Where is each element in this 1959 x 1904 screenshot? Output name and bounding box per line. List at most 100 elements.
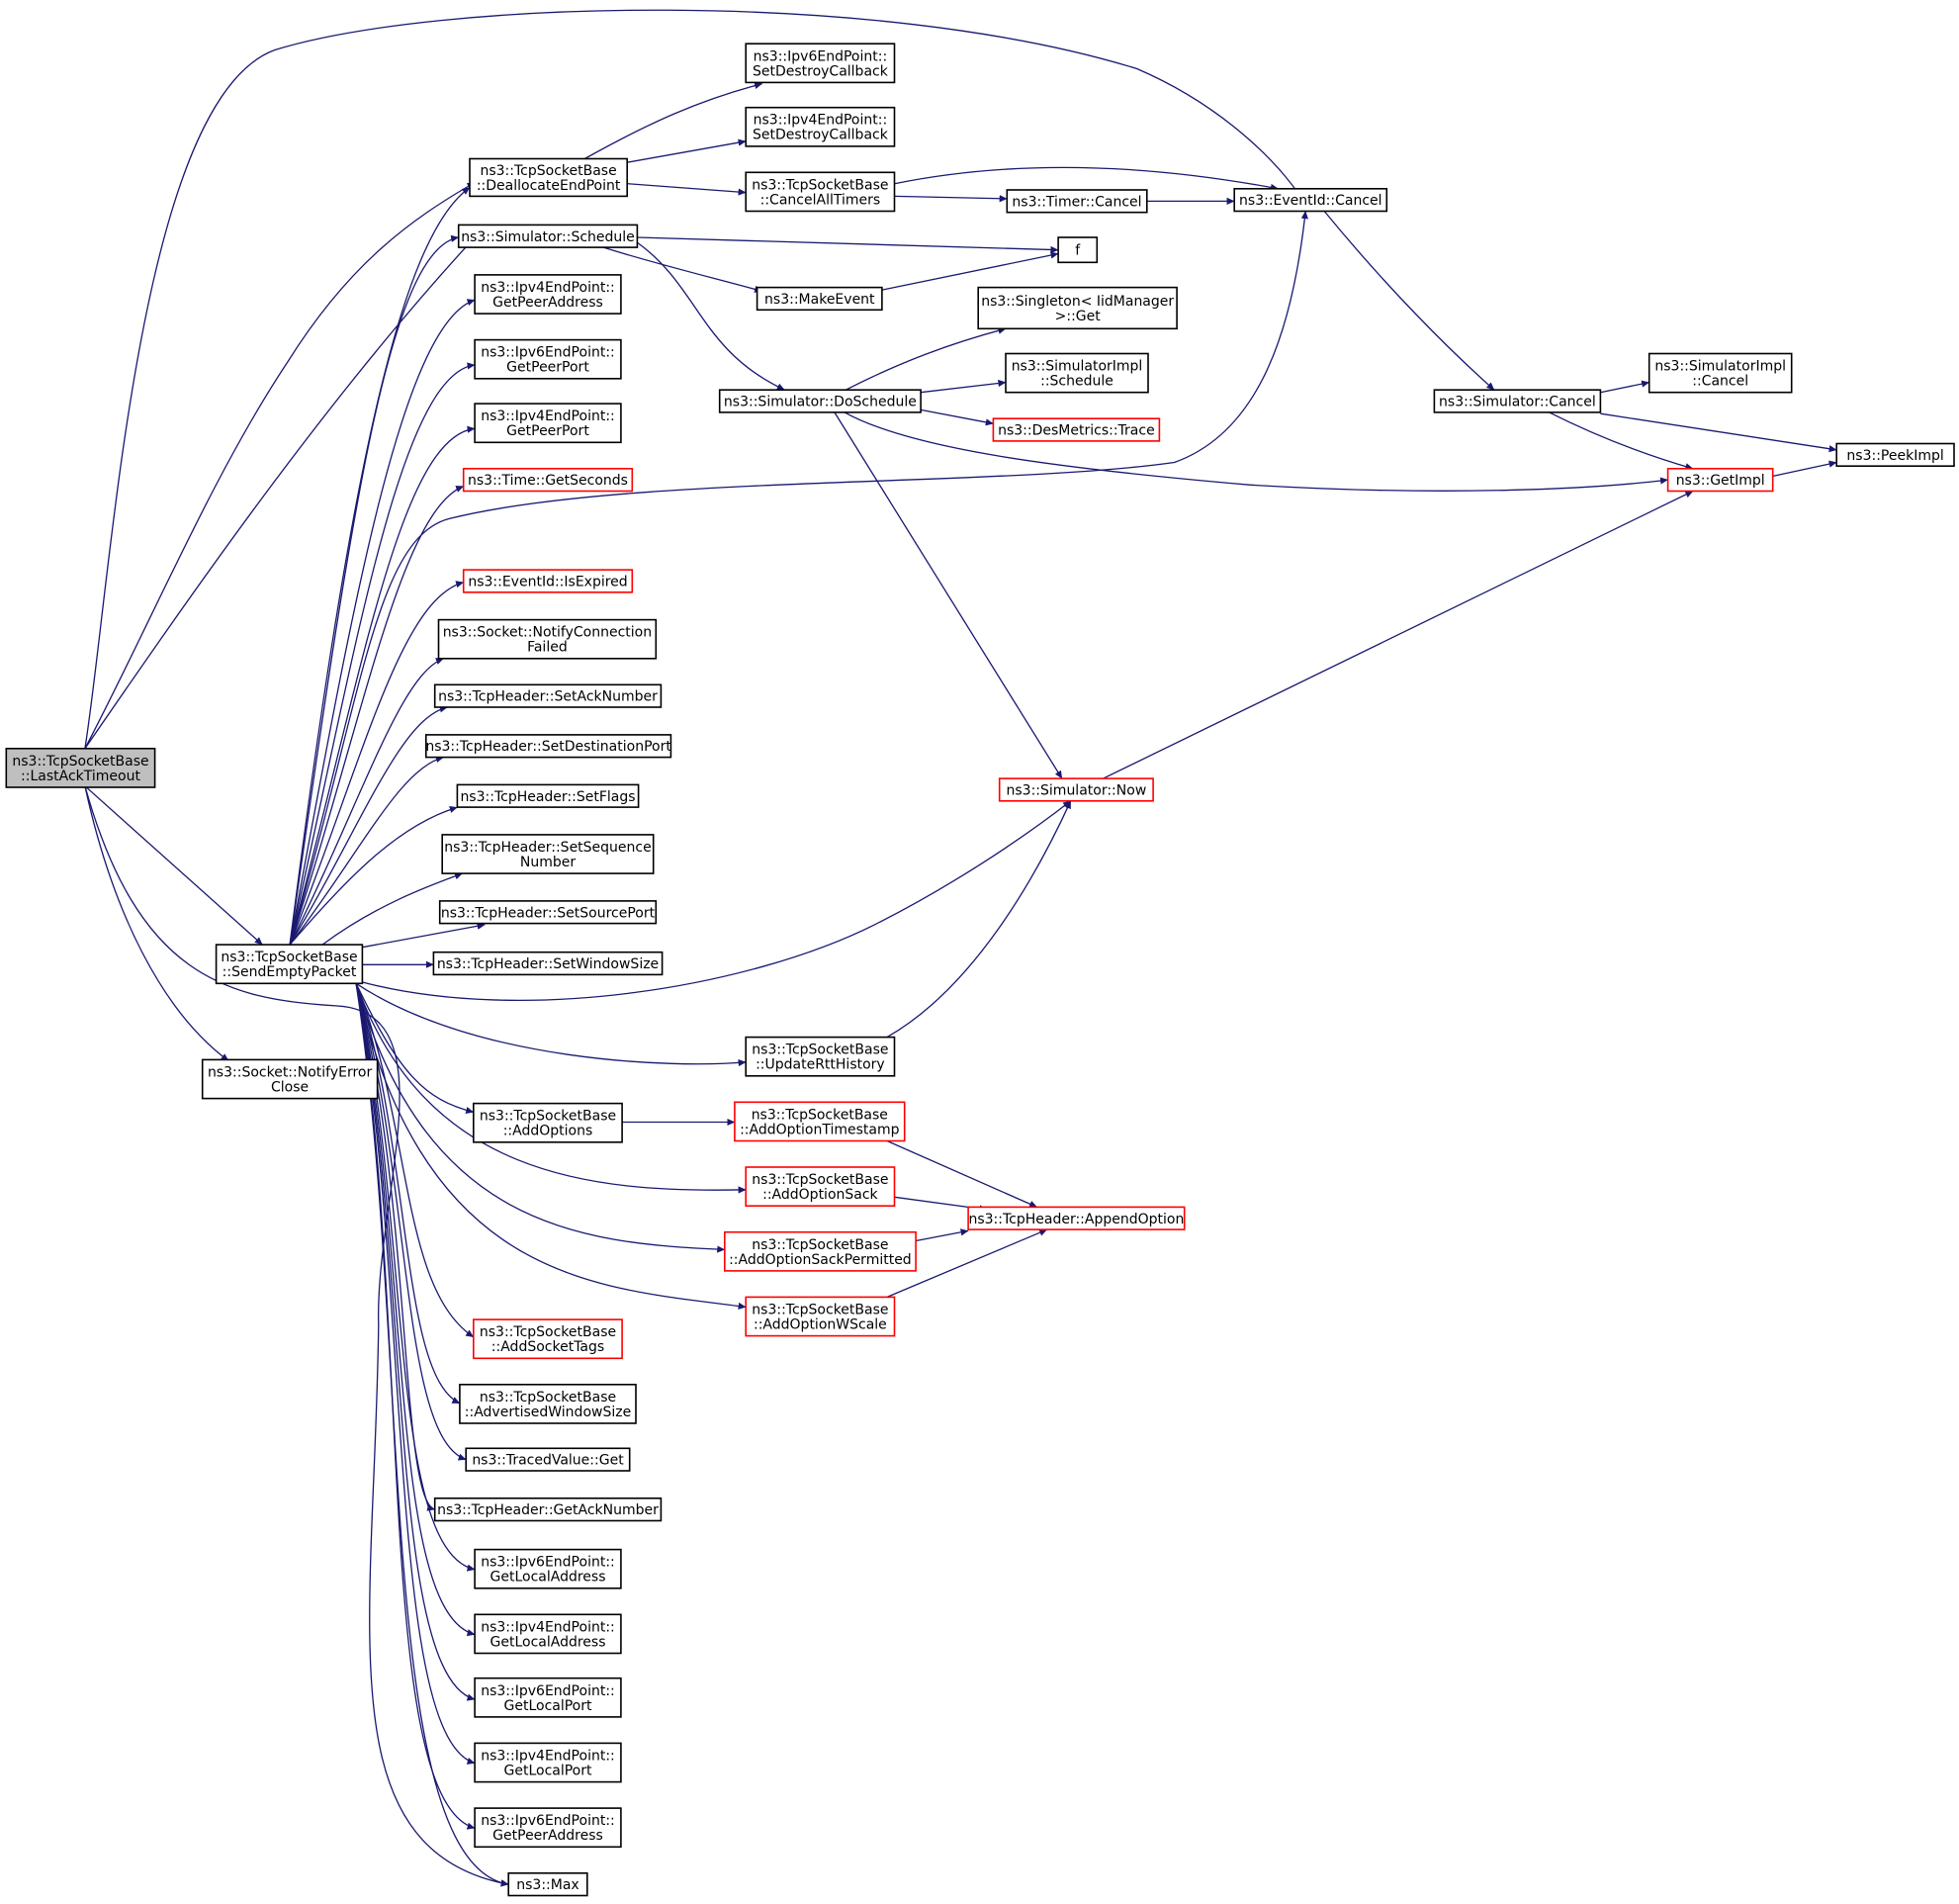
node-box: [201, 1058, 379, 1100]
node-getImpl[interactable]: ns3::GetImpl: [1666, 467, 1774, 493]
node-ipv6SetDestroy[interactable]: ns3::Ipv6EndPoint::SetDestroyCallback: [745, 43, 896, 84]
node-box: [745, 43, 896, 84]
node-ipv6PeerAddr[interactable]: ns3::Ipv6EndPoint::GetPeerAddress: [474, 1807, 622, 1849]
node-ipv6LocalPort[interactable]: ns3::Ipv6EndPoint::GetLocalPort: [474, 1677, 622, 1718]
node-box: [745, 1036, 896, 1077]
edge-sendEmpty-to-ipv4LocalPort: [355, 983, 476, 1765]
node-singletonGet[interactable]: ns3::Singleton< IidManager >::Get: [977, 286, 1178, 330]
node-box: [424, 734, 672, 759]
node-label: ns3::TcpSocketBase: [480, 163, 616, 179]
node-label: ns3::TcpHeader::SetDestinationPort: [425, 739, 671, 755]
node-ipv4SetDestroy[interactable]: ns3::Ipv4EndPoint::SetDestroyCallback: [745, 106, 896, 147]
edge-makeEvent-to-f: [881, 251, 1059, 291]
node-box: [462, 467, 634, 493]
node-label: Number: [520, 855, 576, 870]
node-addOptions[interactable]: ns3::TcpSocketBase::AddOptions: [472, 1102, 623, 1143]
node-f[interactable]: f: [1057, 236, 1099, 264]
edge-sendEmpty-to-setSrcPort: [362, 922, 486, 949]
node-ipv4LocalPort[interactable]: ns3::Ipv4EndPoint::GetLocalPort: [474, 1742, 622, 1783]
node-label: ns3::MakeEvent: [764, 292, 875, 308]
node-label: ns3::Ipv6EndPoint::: [481, 1683, 615, 1699]
node-label: GetLocalPort: [504, 1764, 593, 1779]
node-addOptWScale[interactable]: ns3::TcpSocketBase::AddOptionWScale: [745, 1296, 896, 1337]
node-label: ns3::Ipv4EndPoint::: [481, 280, 615, 296]
edge-root-to-dealloc: [84, 181, 476, 750]
node-setAck[interactable]: ns3::TcpHeader::SetAckNumber: [433, 683, 663, 708]
node-sendEmpty[interactable]: ns3::TcpSocketBase::SendEmptyPacket: [215, 944, 364, 985]
node-label: ns3::Simulator::Schedule: [461, 229, 635, 245]
node-desTrace[interactable]: ns3::DesMetrics::Trace: [992, 417, 1161, 442]
edge-addOptSackPerm-to-appendOpt: [915, 1228, 969, 1242]
node-layer: ns3::TcpSocketBase::LastAckTimeoutns3::T…: [5, 43, 1955, 1897]
node-addOptTs[interactable]: ns3::TcpSocketBase::AddOptionTimestamp: [734, 1101, 906, 1142]
node-box: [474, 1613, 622, 1655]
node-simImplCancel[interactable]: ns3::SimulatorImpl::Cancel: [1647, 352, 1793, 394]
edge-sendEmpty-to-addOptSackPerm: [355, 983, 726, 1253]
node-setSrcPort[interactable]: ns3::TcpHeader::SetSourcePort: [438, 900, 658, 925]
node-addSocketTags[interactable]: ns3::TcpSocketBase::AddSocketTags: [472, 1318, 623, 1360]
node-updateRtt[interactable]: ns3::TcpSocketBase::UpdateRttHistory: [745, 1036, 896, 1077]
node-addOptSackPerm[interactable]: ns3::TcpSocketBase::AddOptionSackPermitt…: [723, 1230, 917, 1272]
node-setFlags[interactable]: ns3::TcpHeader::SetFlags: [456, 783, 640, 808]
node-label: ns3::TcpSocketBase: [752, 1107, 888, 1123]
edge-root-to-eventCancel: [84, 9, 1310, 749]
node-setDestPort[interactable]: ns3::TcpHeader::SetDestinationPort: [424, 734, 672, 759]
node-label: ns3::Time::GetSeconds: [468, 473, 628, 489]
node-cancelAll[interactable]: ns3::TcpSocketBase::CancelAllTimers: [745, 171, 896, 213]
node-tracedGet[interactable]: ns3::TracedValue::Get: [465, 1447, 631, 1472]
node-eventCancel[interactable]: ns3::EventId::Cancel: [1233, 188, 1388, 213]
node-setWin[interactable]: ns3::TcpHeader::SetWindowSize: [432, 951, 664, 976]
node-peekImpl[interactable]: ns3::PeekImpl: [1835, 442, 1955, 468]
node-getAck[interactable]: ns3::TcpHeader::GetAckNumber: [433, 1497, 663, 1522]
node-label: ::CancelAllTimers: [760, 192, 881, 208]
edge-updateRtt-to-now: [886, 800, 1072, 1039]
node-label: ns3::Simulator::DoSchedule: [724, 395, 917, 410]
node-appendOpt[interactable]: ns3::TcpHeader::AppendOption: [967, 1206, 1186, 1230]
node-isExpired[interactable]: ns3::EventId::IsExpired: [462, 569, 634, 593]
edge-cancelAll-to-timerCancel: [894, 195, 1008, 203]
node-label: ::AddOptions: [503, 1124, 593, 1139]
node-box: [462, 569, 634, 593]
edge-sendEmpty-to-eventCancel: [289, 211, 1308, 946]
edge-sched-to-makeEvent: [599, 245, 763, 293]
edge-dealloc-to-ipv4SetDestroy: [627, 138, 747, 163]
node-ipv4PeerAddr[interactable]: ns3::Ipv4EndPoint::GetPeerAddress: [474, 274, 622, 315]
node-advWin[interactable]: ns3::TcpSocketBase::AdvertisedWindowSize: [459, 1384, 637, 1424]
node-sched[interactable]: ns3::Simulator::Schedule: [457, 224, 639, 248]
node-root: ns3::TcpSocketBase::LastAckTimeout: [5, 747, 156, 788]
node-makeEvent[interactable]: ns3::MakeEvent: [756, 286, 883, 312]
edge-doSchedule-to-getImpl: [844, 411, 1668, 492]
node-box: [469, 157, 628, 198]
node-simImplSchedule[interactable]: ns3::SimulatorImpl::Schedule: [1005, 352, 1149, 394]
node-doSchedule[interactable]: ns3::Simulator::DoSchedule: [718, 389, 922, 413]
node-simCancel[interactable]: ns3::Simulator::Cancel: [1433, 389, 1602, 413]
node-label: ::AddOptionWScale: [754, 1317, 887, 1333]
edge-sendEmpty-to-isExpired: [289, 581, 465, 946]
node-box: [998, 777, 1154, 802]
node-addOptSack[interactable]: ns3::TcpSocketBase::AddOptionSack: [745, 1166, 896, 1208]
edge-sendEmpty-to-ipv4LocalAddr: [355, 983, 476, 1637]
node-label: ns3::TcpSocketBase: [752, 1172, 888, 1188]
node-box: [745, 106, 896, 147]
node-dealloc[interactable]: ns3::TcpSocketBase::DeallocateEndPoint: [469, 157, 628, 198]
node-ipv4LocalAddr[interactable]: ns3::Ipv4EndPoint::GetLocalAddress: [474, 1613, 622, 1655]
node-max[interactable]: ns3::Max: [507, 1872, 588, 1897]
edge-eventCancel-to-simCancel: [1323, 211, 1495, 391]
node-label: ns3::SimulatorImpl: [1654, 359, 1786, 375]
node-label: ::LastAckTimeout: [21, 769, 140, 784]
node-box: [215, 944, 364, 985]
node-ipv4PeerPort[interactable]: ns3::Ipv4EndPoint::GetPeerPort: [474, 403, 622, 444]
edge-dealloc-to-cancelAll: [627, 183, 747, 196]
edge-sendEmpty-to-ipv6PeerPort: [289, 362, 476, 946]
node-ipv6PeerPort[interactable]: ns3::Ipv6EndPoint::GetPeerPort: [474, 338, 622, 380]
node-box: [474, 1677, 622, 1718]
node-label: ns3::SimulatorImpl: [1012, 359, 1143, 375]
node-now[interactable]: ns3::Simulator::Now: [998, 777, 1154, 802]
node-getSeconds[interactable]: ns3::Time::GetSeconds: [462, 467, 634, 493]
node-ipv6LocalAddr[interactable]: ns3::Ipv6EndPoint::GetLocalAddress: [474, 1548, 622, 1589]
node-timerCancel[interactable]: ns3::Timer::Cancel: [1006, 189, 1148, 214]
node-box: [474, 403, 622, 444]
